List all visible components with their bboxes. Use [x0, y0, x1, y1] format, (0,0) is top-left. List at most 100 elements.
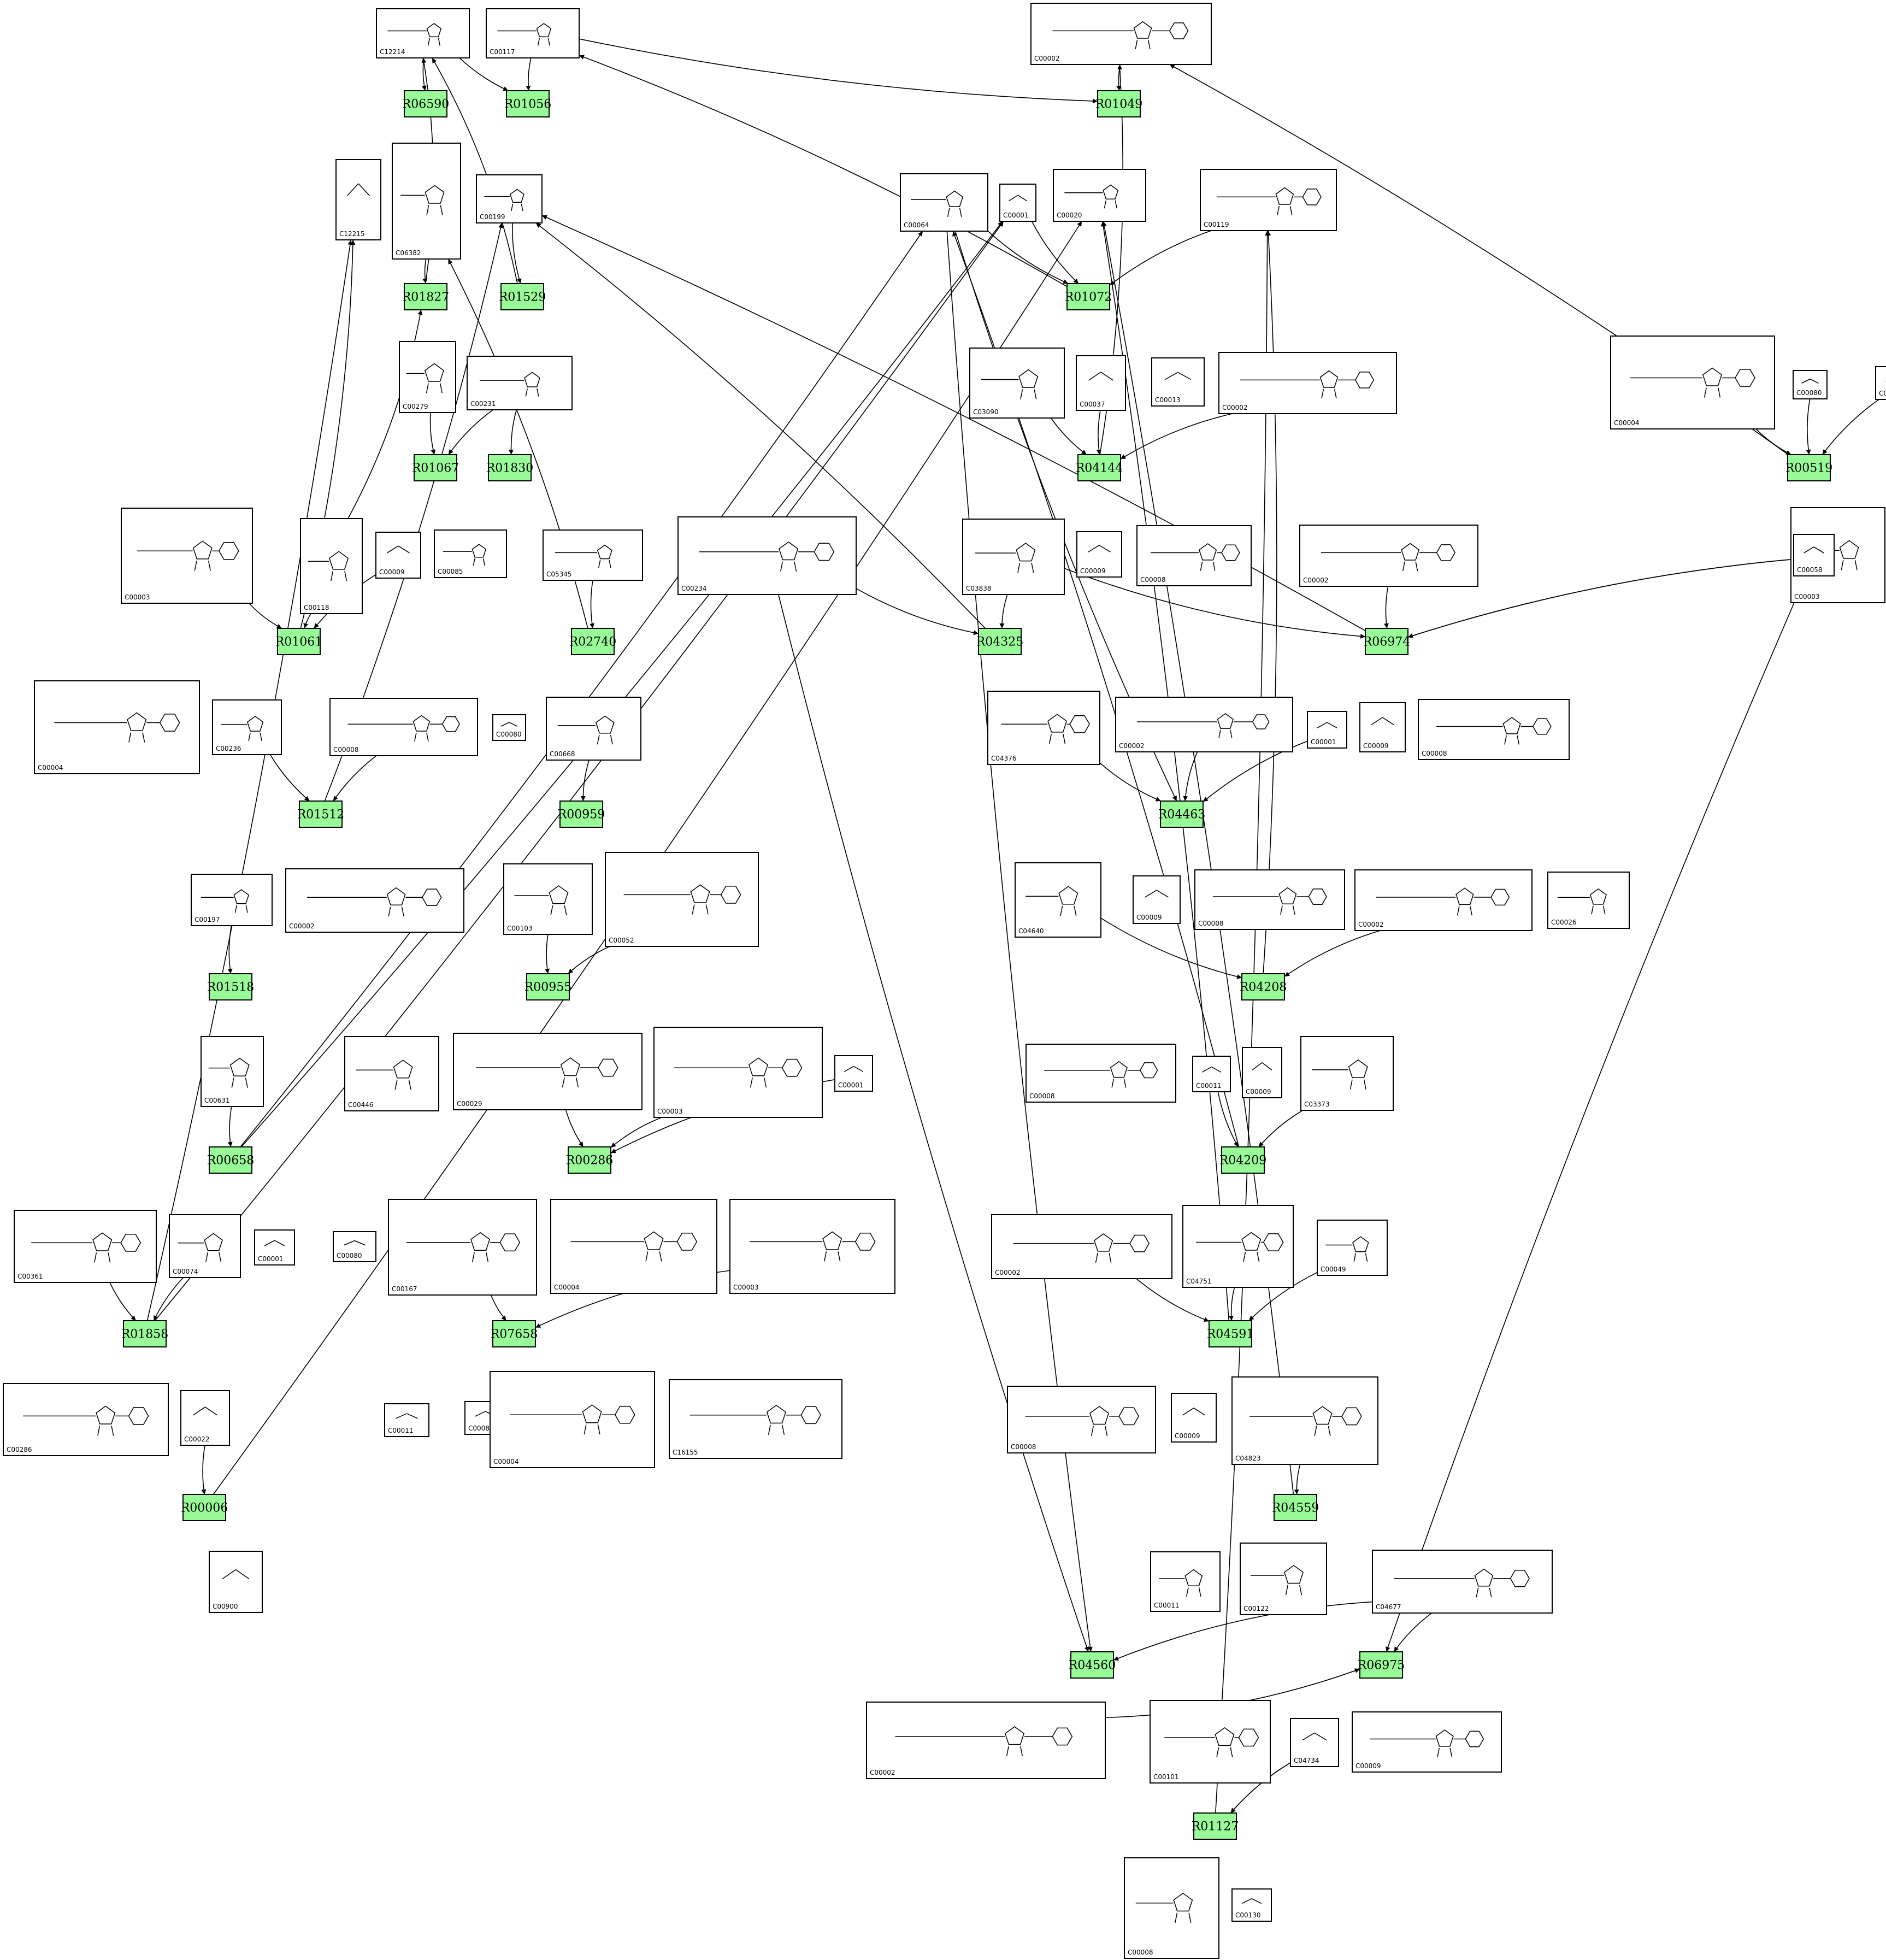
reaction-node[interactable]: R04209 — [1219, 1146, 1267, 1174]
edge-arrow — [1100, 917, 1242, 979]
reaction-node[interactable]: R00519 — [1785, 454, 1833, 481]
reaction-box[interactable] — [1160, 801, 1204, 828]
reaction-box[interactable] — [1097, 90, 1141, 117]
compound-box — [1218, 352, 1397, 414]
compound-node: C00001 — [254, 1229, 295, 1266]
structure-icon — [1557, 888, 1607, 915]
reaction-box[interactable] — [500, 283, 544, 310]
compound-id: C00008 — [1029, 1092, 1055, 1100]
compound-node: C04677 — [1372, 1550, 1553, 1614]
reaction-box[interactable] — [506, 90, 550, 117]
reaction-node[interactable]: R01827 — [402, 283, 450, 310]
structure-icon — [480, 372, 540, 397]
reaction-box[interactable] — [414, 454, 457, 481]
compound-id: C00002 — [1119, 742, 1145, 750]
compound-box — [453, 1033, 643, 1110]
reaction-node[interactable]: R00006 — [181, 1494, 228, 1521]
reaction-node[interactable]: R04591 — [1207, 1320, 1254, 1347]
compound-box — [677, 516, 857, 595]
reaction-box[interactable] — [1070, 1651, 1114, 1679]
compound-box — [384, 1403, 429, 1437]
reaction-box[interactable] — [1193, 1812, 1237, 1840]
reaction-node[interactable]: R06975 — [1358, 1651, 1405, 1679]
reaction-box[interactable] — [1274, 1494, 1317, 1521]
compound-id: C00117 — [490, 48, 515, 56]
compound-id: C00103 — [507, 925, 533, 932]
reaction-box[interactable] — [1365, 628, 1408, 655]
edge-arrow — [1822, 399, 1879, 455]
compound-id: C00002 — [1303, 576, 1329, 584]
reaction-box[interactable] — [1359, 1651, 1403, 1679]
reaction-box[interactable] — [1241, 973, 1285, 1000]
reaction-node[interactable]: R01049 — [1095, 90, 1143, 117]
reaction-box[interactable] — [209, 1146, 252, 1174]
reaction-node[interactable]: R07658 — [491, 1320, 538, 1347]
compound-id: C00900 — [213, 1603, 238, 1610]
reaction-node[interactable]: R00286 — [566, 1146, 614, 1174]
reaction-box[interactable] — [404, 283, 447, 310]
compound-id: C04677 — [1376, 1603, 1401, 1611]
reaction-node[interactable]: R00959 — [558, 801, 605, 828]
structure-icon — [208, 1057, 250, 1088]
edge-arrow — [1284, 930, 1381, 977]
reaction-node[interactable]: R01512 — [297, 801, 345, 828]
reaction-node[interactable]: R01072 — [1065, 283, 1112, 310]
structure-icon — [1436, 717, 1552, 745]
reaction-node[interactable]: R04325 — [976, 628, 1024, 655]
reaction-node[interactable]: R06590 — [402, 90, 450, 117]
compound-node: C00234 — [677, 516, 857, 595]
reaction-box[interactable] — [209, 973, 252, 1000]
reaction-node[interactable]: R04560 — [1069, 1651, 1116, 1679]
reaction-node[interactable]: R02740 — [569, 628, 617, 655]
reaction-node[interactable]: R01127 — [1192, 1812, 1239, 1840]
structure-icon — [443, 544, 487, 566]
reaction-node[interactable]: R00955 — [524, 973, 572, 1000]
compound-box — [375, 532, 421, 579]
reaction-node[interactable]: R04559 — [1272, 1494, 1319, 1521]
compound-box — [1610, 336, 1775, 429]
edge-arrow — [432, 57, 518, 284]
reaction-node[interactable]: R01067 — [412, 454, 459, 481]
reaction-node[interactable]: R01858 — [121, 1320, 169, 1347]
reaction-label: R00955 — [524, 981, 572, 994]
reaction-box[interactable] — [1221, 1146, 1265, 1174]
reaction-node[interactable]: R01830 — [486, 454, 534, 481]
reaction-box[interactable] — [182, 1494, 226, 1521]
reaction-box[interactable] — [488, 454, 532, 481]
reaction-box[interactable] — [1209, 1320, 1252, 1347]
compound-node: C00117 — [486, 8, 580, 58]
reaction-node[interactable]: R00658 — [207, 1146, 255, 1174]
reaction-box[interactable] — [123, 1320, 167, 1347]
reaction-box[interactable] — [1077, 454, 1121, 481]
reaction-node[interactable]: R01056 — [504, 90, 552, 117]
reaction-box[interactable] — [404, 90, 447, 117]
reaction-node[interactable]: R04208 — [1240, 973, 1287, 1000]
reaction-node[interactable]: R01529 — [499, 283, 546, 310]
reaction-node[interactable]: R06974 — [1363, 628, 1411, 655]
structure-icon — [497, 23, 552, 46]
reaction-box[interactable] — [492, 1320, 536, 1347]
reaction-node[interactable]: R04463 — [1158, 801, 1206, 828]
compound-node: C00064 — [900, 173, 988, 232]
reaction-node[interactable]: R04144 — [1076, 454, 1123, 481]
compound-box — [1418, 699, 1570, 760]
reaction-node[interactable]: R01061 — [275, 628, 323, 655]
reaction-box[interactable] — [568, 1146, 611, 1174]
reaction-box[interactable] — [526, 973, 570, 1000]
reaction-box[interactable] — [1066, 283, 1110, 310]
edge-arrow — [227, 925, 233, 974]
reaction-box[interactable] — [559, 801, 603, 828]
compound-box — [285, 868, 464, 933]
compound-box — [1053, 169, 1146, 222]
reaction-box[interactable] — [299, 801, 343, 828]
reaction-node[interactable]: R01518 — [207, 973, 255, 1000]
compound-id: C00009 — [1080, 567, 1106, 575]
reaction-box[interactable] — [277, 628, 321, 655]
compound-box — [834, 1055, 873, 1092]
reaction-box[interactable] — [1787, 454, 1831, 481]
reaction-box[interactable] — [571, 628, 615, 655]
compound-box — [546, 697, 641, 761]
reaction-box[interactable] — [978, 628, 1022, 655]
edge-arrow — [580, 760, 590, 802]
